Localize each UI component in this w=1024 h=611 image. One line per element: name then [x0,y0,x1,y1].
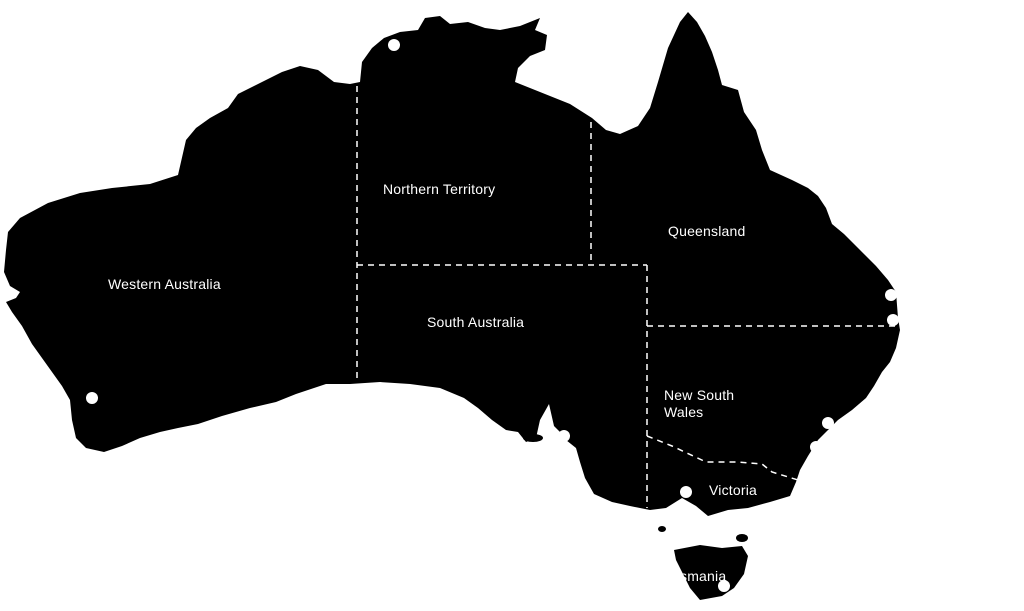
label-northern-territory: Northern Territory [383,181,496,197]
small-island [736,534,748,542]
gold-coast-marker [887,314,899,326]
label-western-australia: Western Australia [108,276,221,292]
state-borders [356,86,897,508]
mainland-landmass [4,12,900,516]
adelaide-marker [558,430,570,442]
brisbane-marker [885,289,897,301]
label-new-south-wales: New South Wales [664,387,735,420]
perth-marker [86,392,98,404]
hobart-marker [718,580,730,592]
small-island [658,526,666,532]
darwin-marker [388,39,400,51]
label-queensland: Queensland [668,223,746,239]
label-tasmania: smania [680,568,727,584]
kangaroo-island [523,434,543,442]
border-nsw-vic [646,435,799,481]
label-victoria: Victoria [709,482,758,498]
newcastle-marker [822,417,834,429]
sydney-marker [810,441,822,453]
label-south-australia: South Australia [427,314,525,330]
melbourne-marker [680,486,692,498]
city-markers [86,39,899,592]
